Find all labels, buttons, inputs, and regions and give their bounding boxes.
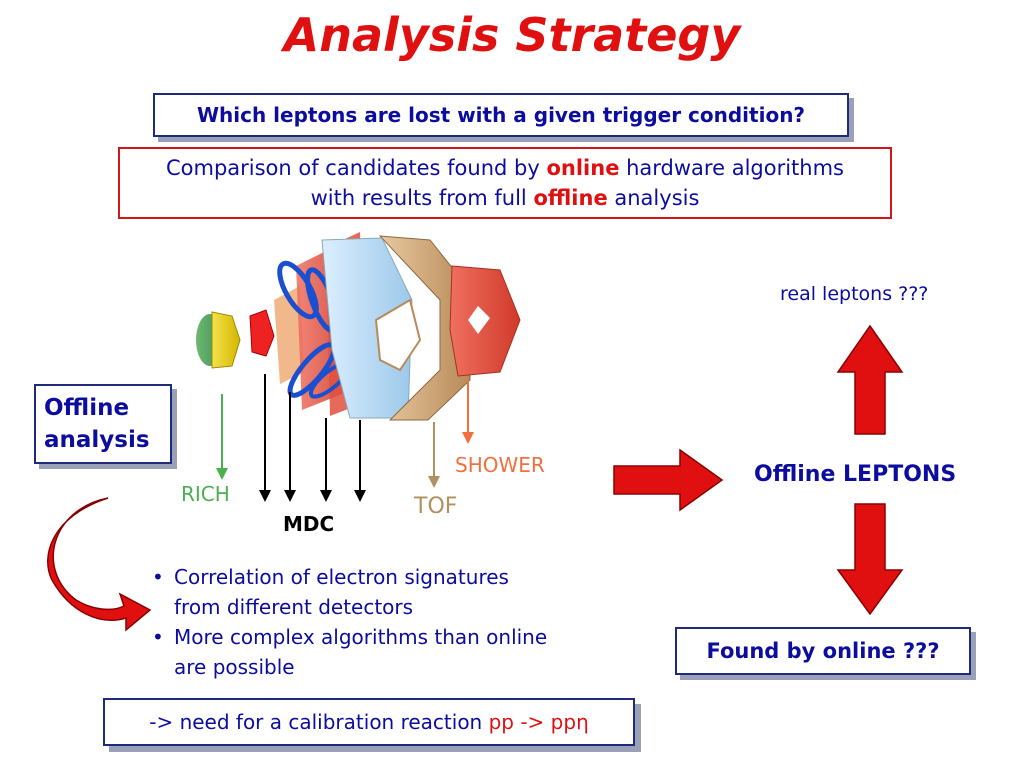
bullet-icon: • — [152, 625, 164, 649]
offline-keyword: offline — [533, 186, 608, 210]
question-box: Which leptons are lost with a given trig… — [153, 93, 849, 137]
comparison-line-2: with results from full offline analysis — [120, 183, 890, 213]
online-keyword: online — [546, 156, 620, 180]
mdc-label: MDC — [283, 512, 335, 536]
real-leptons-text: real leptons ??? — [780, 283, 929, 305]
bullet-line: More complex algorithms than online — [174, 625, 548, 649]
bullet-line: are possible — [174, 655, 295, 679]
arrow-up-icon — [836, 324, 904, 435]
found-by-online-box: Found by online ??? — [675, 627, 971, 675]
calibration-text: -> need for a calibration reaction — [149, 710, 483, 734]
calibration-box: -> need for a calibration reaction pp ->… — [103, 698, 635, 746]
arrow-right-icon — [613, 448, 724, 512]
calibration-reaction: pp -> ppη — [488, 710, 589, 734]
shower-label: SHOWER — [455, 453, 545, 477]
bullet-icon: • — [152, 565, 164, 589]
list-item: • More complex algorithms than online ar… — [152, 622, 652, 682]
offline-analysis-line-2: analysis — [44, 427, 150, 453]
tof-label: TOF — [414, 494, 458, 519]
list-item: • Correlation of electron signatures fro… — [152, 562, 652, 622]
comparison-text: analysis — [607, 186, 700, 210]
detector-pointer-arrows — [216, 374, 474, 502]
detector-illustration — [196, 232, 521, 421]
red-arrows — [47, 324, 904, 632]
offline-analysis-line-1: Offline — [44, 395, 130, 421]
found-by-online-text: Found by online ??? — [706, 639, 940, 663]
comparison-line-1: Comparison of candidates found by online… — [120, 153, 890, 183]
offline-analysis-box: Offline analysis — [34, 384, 172, 464]
comparison-text: hardware algorithms — [619, 156, 844, 180]
question-text: Which leptons are lost with a given trig… — [196, 103, 806, 127]
bullet-line: Correlation of electron signatures — [174, 565, 509, 589]
bullet-line: from different detectors — [174, 595, 414, 619]
bullet-list: • Correlation of electron signatures fro… — [152, 562, 652, 682]
rich-label: RICH — [181, 482, 230, 506]
curved-arrow-icon — [47, 497, 152, 632]
comparison-text: with results from full — [310, 186, 534, 210]
comparison-box: Comparison of candidates found by online… — [118, 147, 892, 219]
arrow-down-icon — [836, 503, 904, 616]
comparison-text: Comparison of candidates found by — [165, 156, 547, 180]
page-title: Analysis Strategy — [283, 8, 741, 62]
offline-leptons-text: Offline LEPTONS — [754, 462, 957, 487]
